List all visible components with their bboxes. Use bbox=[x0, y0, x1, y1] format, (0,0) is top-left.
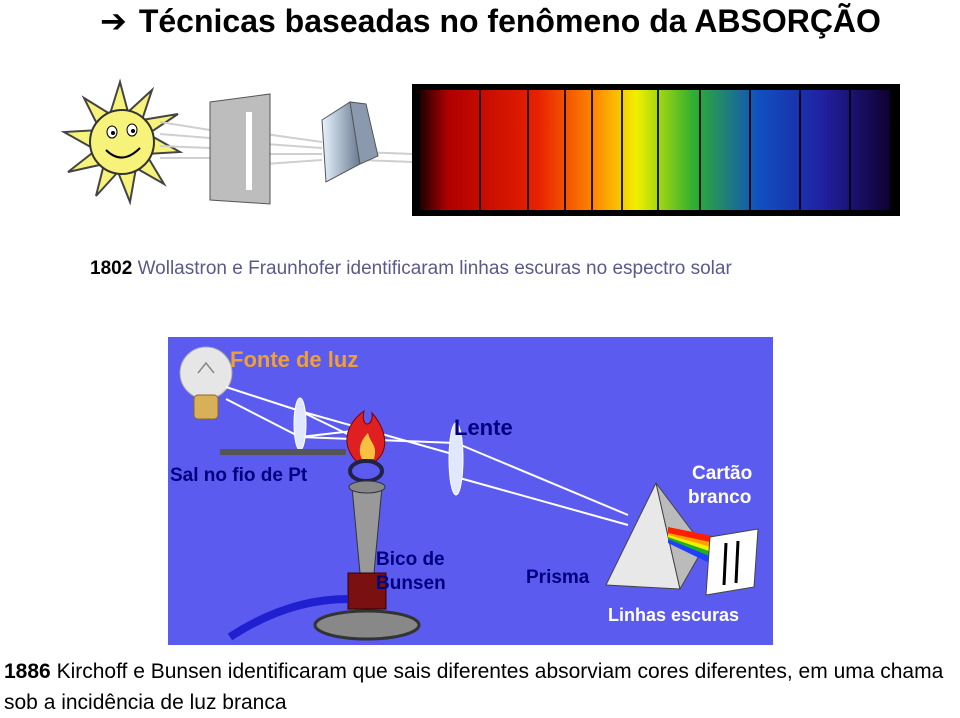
year-1802: 1802 bbox=[90, 258, 133, 279]
label-dark-lines: Linhas escuras bbox=[608, 605, 739, 625]
label-white-card-2: branco bbox=[688, 487, 751, 508]
label-burner-2: Bunsen bbox=[376, 573, 446, 594]
diagram-background bbox=[168, 337, 773, 645]
prism-icon bbox=[321, 101, 379, 183]
caption-1886-text: Kirchoff e Bunsen identificaram que sais… bbox=[4, 660, 944, 714]
absorption-apparatus-diagram: Fonte de luz Lente Sal no fio de Pt Cart… bbox=[168, 337, 773, 645]
label-prism: Prisma bbox=[526, 567, 590, 588]
lens-2 bbox=[448, 422, 464, 496]
right-arrow-icon: ➔ bbox=[100, 2, 127, 40]
label-white-card-1: Cartão bbox=[692, 463, 752, 484]
solar-spectrum-illustration bbox=[60, 78, 900, 216]
solar-spectrum bbox=[412, 84, 900, 216]
caption-1886: 1886 Kirchoff e Bunsen identificaram que… bbox=[4, 656, 956, 718]
label-salt: Sal no fio de Pt bbox=[170, 465, 308, 486]
sun-icon bbox=[60, 78, 184, 206]
title-text: Técnicas baseadas no fenômeno da ABSORÇÃ… bbox=[138, 3, 881, 39]
light-bulb-icon bbox=[179, 346, 233, 420]
label-burner-1: Bico de bbox=[376, 549, 445, 570]
bunsen-burner-icon bbox=[227, 480, 421, 641]
caption-1802-text: Wollastron e Fraunhofer identificaram li… bbox=[137, 258, 732, 279]
year-1886: 1886 bbox=[4, 660, 51, 683]
page-title: ➔ Técnicas baseadas no fenômeno da ABSORÇ… bbox=[100, 2, 881, 40]
label-light-source: Fonte de luz bbox=[230, 347, 358, 372]
caption-1802: 1802 Wollastron e Fraunhofer identificar… bbox=[90, 258, 732, 280]
lens-1 bbox=[293, 397, 307, 451]
label-lens: Lente bbox=[454, 415, 513, 440]
slit-plate bbox=[209, 93, 271, 205]
white-card bbox=[705, 528, 759, 596]
platinum-wire bbox=[220, 449, 346, 455]
